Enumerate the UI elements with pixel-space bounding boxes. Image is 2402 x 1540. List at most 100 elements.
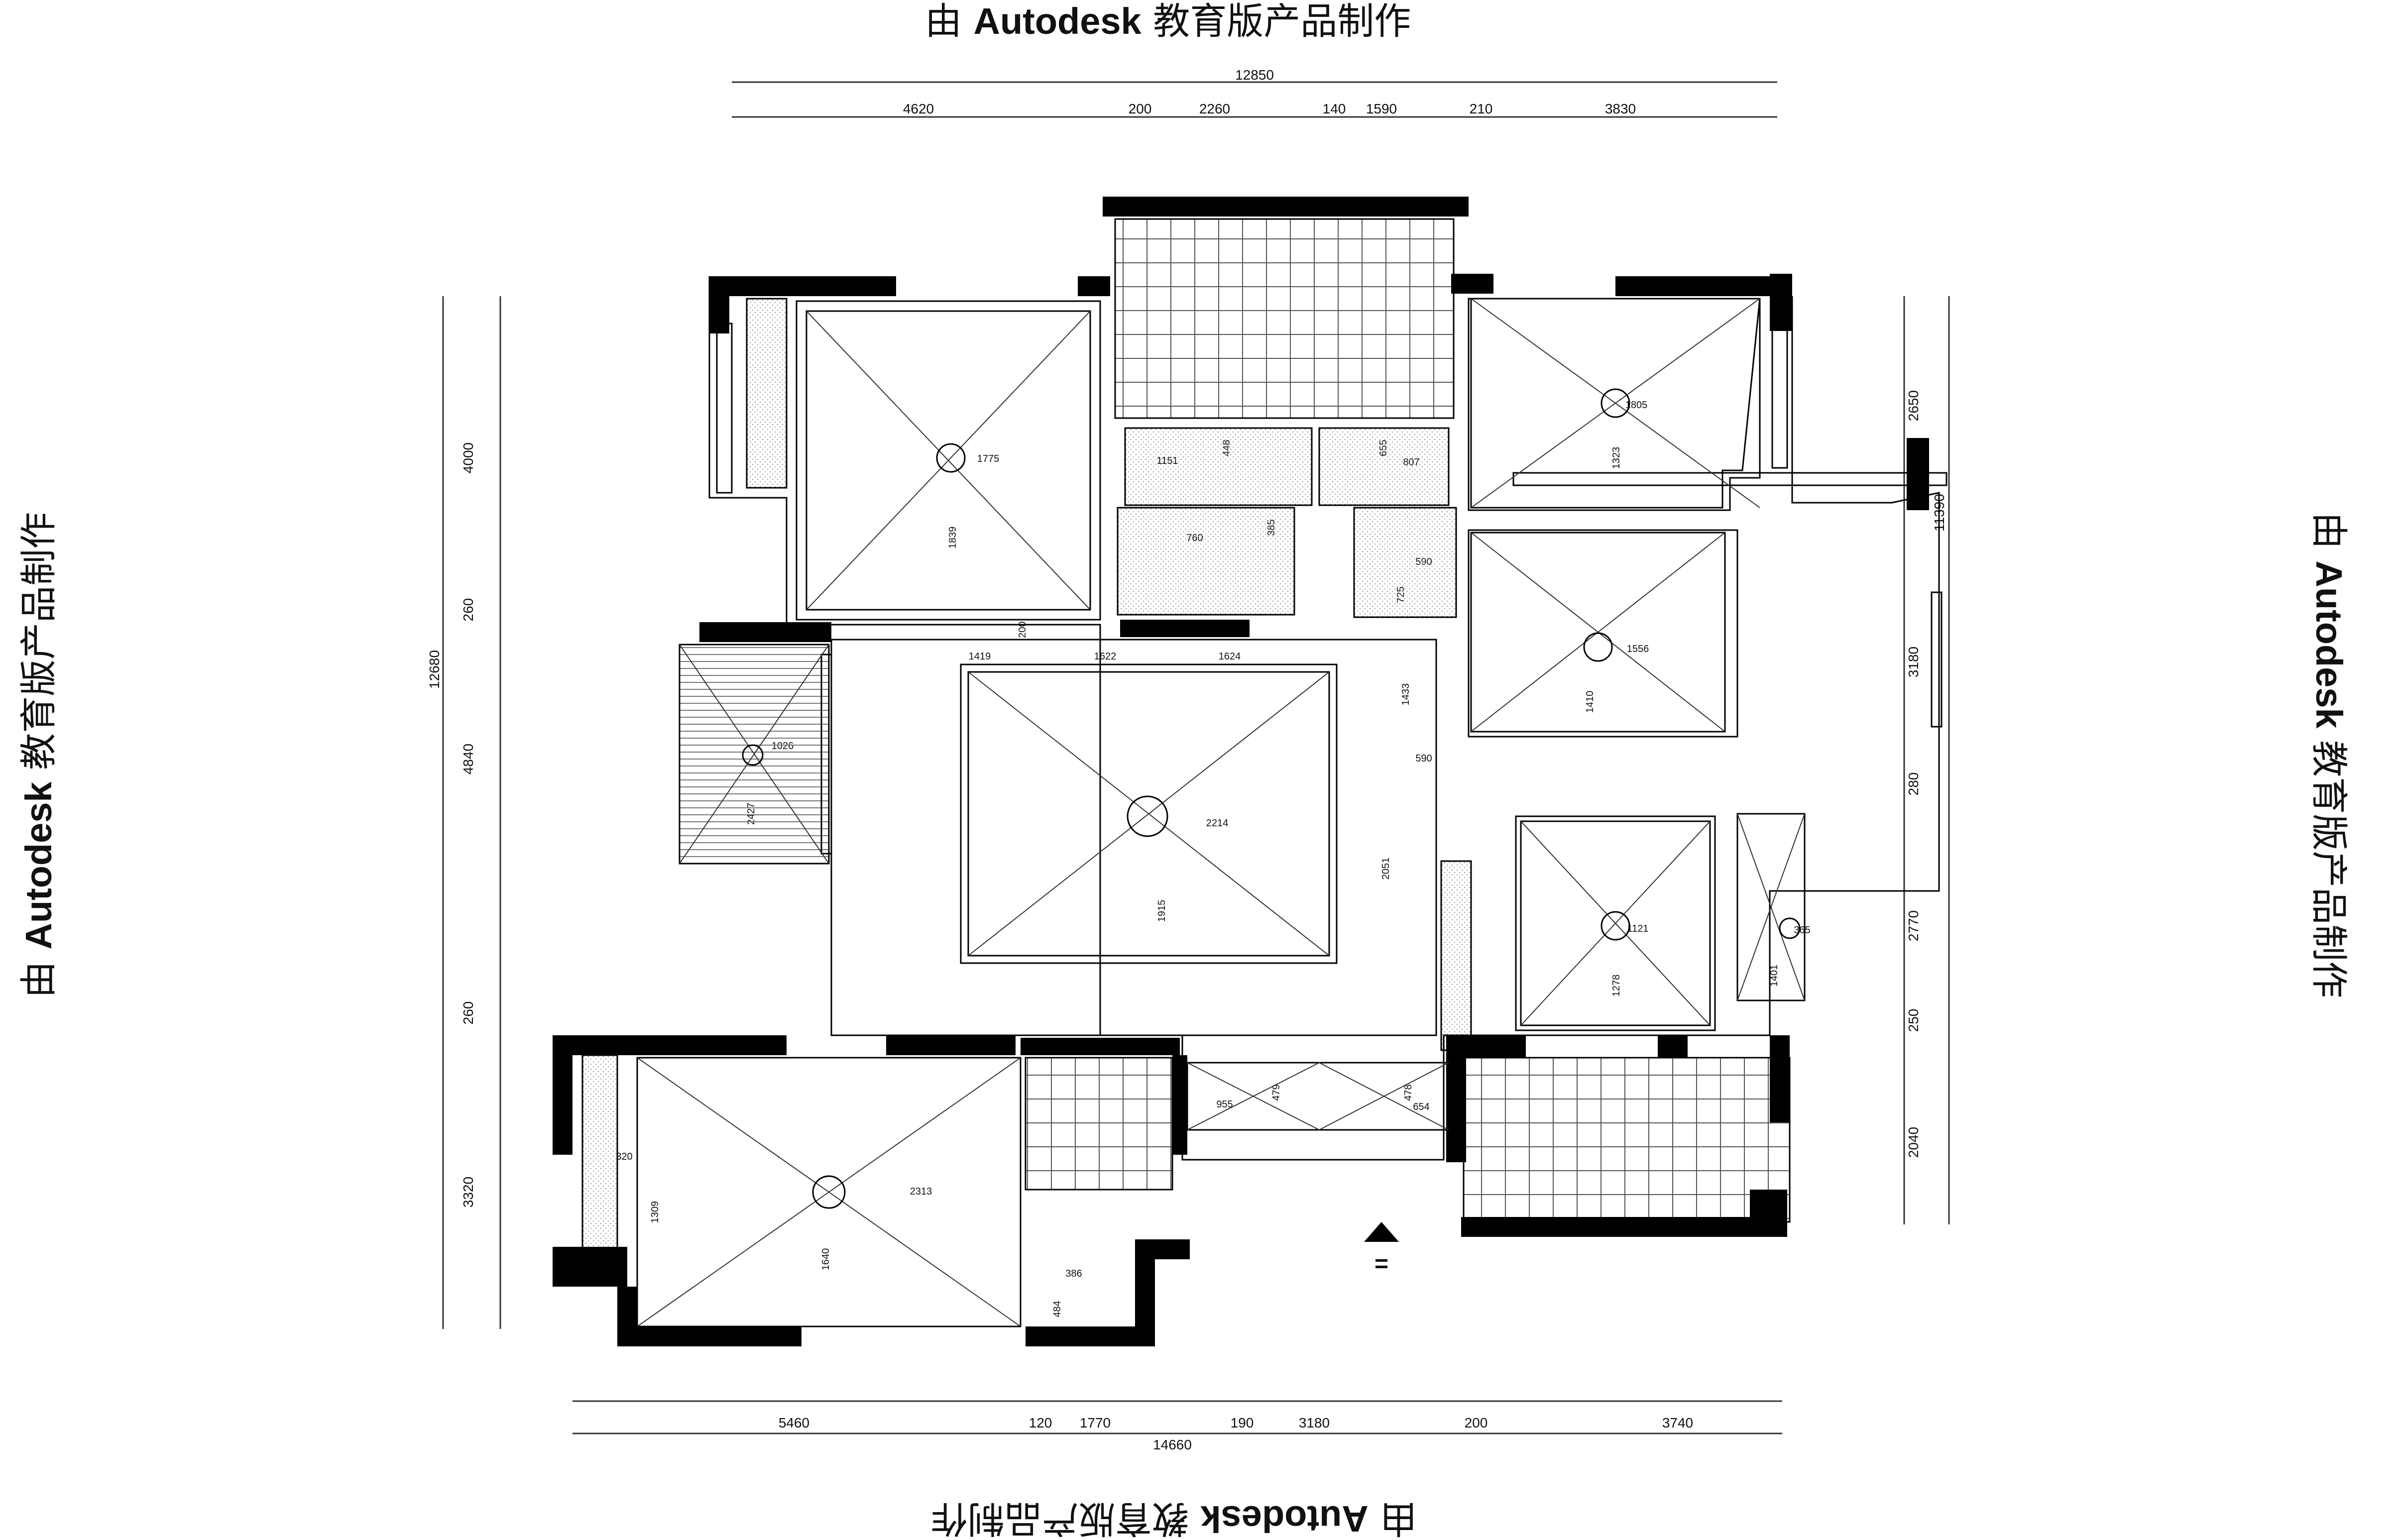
window-w xyxy=(820,654,832,855)
bedroom-nw-ceiling xyxy=(805,310,1091,611)
watermark-suffix: 教育版产品制作 xyxy=(1141,0,1411,43)
ceiling-diagonals xyxy=(637,298,1805,1327)
dim-bottom-segment: 3180 xyxy=(1299,1415,1330,1430)
room-dimension-label: 320 xyxy=(616,1151,632,1162)
room-dimension-label: 1839 xyxy=(947,527,958,549)
dim-right-segment: 2650 xyxy=(1906,390,1921,421)
walls xyxy=(553,197,1929,1346)
dim-top-total: 12850 xyxy=(1235,67,1274,83)
dim-top-segment: 1590 xyxy=(1366,101,1397,116)
room-dimension-label: 1433 xyxy=(1400,683,1411,706)
room-dimension-label: 654 xyxy=(1413,1101,1429,1112)
window-ne xyxy=(1771,315,1788,469)
room-dimension-label: 1401 xyxy=(1769,965,1780,987)
window-nw xyxy=(716,323,733,494)
light-fixtures xyxy=(742,388,1801,1209)
dim-right-segment: 250 xyxy=(1906,1009,1921,1032)
hall-dots-4 xyxy=(1353,507,1457,618)
dim-left-segment: 4000 xyxy=(460,442,476,473)
entrance-mark: = xyxy=(1374,1251,1388,1277)
dim-right-segment: 2770 xyxy=(1906,910,1921,941)
ceiling-lamp-icon xyxy=(1127,795,1168,837)
room-dimension-label: 2214 xyxy=(1206,818,1229,829)
room-dimension-label: 1556 xyxy=(1627,644,1649,655)
room-dimension-label: 365 xyxy=(1794,925,1810,936)
living-ceiling-inner xyxy=(967,671,1330,957)
foyer-tiles xyxy=(1463,1057,1791,1223)
dim-top-segment: 200 xyxy=(1129,101,1152,116)
room-dimension-label: 955 xyxy=(1216,1099,1233,1110)
bedroom-nw xyxy=(796,300,1101,621)
dim-left-segment: 3320 xyxy=(460,1177,476,1208)
dim-bottom-segment: 120 xyxy=(1029,1415,1052,1430)
dim-left-total: 12680 xyxy=(427,650,442,689)
exterior-outline xyxy=(708,276,1940,1161)
room-dimension-label: 479 xyxy=(1271,1084,1282,1100)
ceiling-lamp-icon xyxy=(1779,917,1801,939)
room-dimension-label: 2313 xyxy=(910,1186,932,1197)
ceiling-lamp-icon xyxy=(1601,388,1630,418)
ceiling-lamp-icon xyxy=(812,1175,846,1209)
window-dots-w xyxy=(746,298,788,489)
window-e xyxy=(1931,591,1943,728)
hall-bar xyxy=(1512,472,1947,486)
ceiling-lamp-icon xyxy=(1583,632,1613,662)
dim-top-segment: 4620 xyxy=(903,101,934,116)
dim-right-segment: 2040 xyxy=(1906,1127,1921,1158)
room-dimension-label: 1309 xyxy=(650,1201,661,1223)
hall-dots-3 xyxy=(1117,507,1295,616)
room-dimension-label: 1915 xyxy=(1156,900,1167,922)
dim-bottom-total: 14660 xyxy=(1153,1437,1192,1452)
ceiling-lamp-icon xyxy=(936,443,966,473)
room-dimension-label: 1624 xyxy=(1219,651,1241,662)
dim-left-segment: 4840 xyxy=(460,744,476,774)
room-dimension-label: 2051 xyxy=(1380,858,1391,880)
room-dimension-label: 1121 xyxy=(1627,923,1648,934)
room-dimension-label: 478 xyxy=(1403,1084,1414,1100)
dim-bottom-segment: 3740 xyxy=(1662,1415,1693,1430)
dim-top-segment: 210 xyxy=(1470,101,1493,116)
bedroom-se-small xyxy=(1515,815,1716,1031)
balcony-e xyxy=(1736,813,1806,1001)
watermark-prefix: 由 xyxy=(925,0,974,43)
room-dimension-label: 1622 xyxy=(1094,651,1117,662)
room-dimension-label: 1323 xyxy=(1611,447,1622,469)
kitchen-tiles xyxy=(1114,218,1455,419)
room-dimension-label: 1640 xyxy=(820,1248,831,1271)
room-dimension-label: 484 xyxy=(1052,1301,1063,1317)
room-dimension-label: 386 xyxy=(1065,1268,1082,1279)
ceiling-lamp-icon xyxy=(1601,911,1630,941)
entry-hall xyxy=(1186,1062,1450,1131)
room-dimension-label: 200 xyxy=(1017,621,1028,638)
watermark-top: 由 Autodesk 教育版产品制作 xyxy=(925,3,1411,40)
hall-dots-2 xyxy=(1318,427,1450,506)
watermark-brand: Autodesk xyxy=(973,0,1142,42)
bath-tiles xyxy=(1025,1057,1173,1191)
dim-left-segment: 260 xyxy=(460,598,476,622)
room-dimension-label: 1775 xyxy=(977,453,1000,464)
ceiling-lamp-icon xyxy=(742,744,764,766)
room-dimension-label: 1419 xyxy=(969,651,991,662)
closet-dots xyxy=(1440,860,1472,1051)
dim-right-segment: 280 xyxy=(1906,772,1921,796)
bedroom-sw xyxy=(636,1057,1022,1327)
hall-dots-1 xyxy=(1124,427,1313,506)
dim-bottom-segment: 190 xyxy=(1231,1415,1254,1430)
entrance-arrow-icon xyxy=(1364,1222,1399,1242)
bedroom-se-ceiling xyxy=(1520,820,1711,1026)
dim-right-segment: 3180 xyxy=(1906,647,1921,677)
dim-bottom-segment: 1770 xyxy=(1080,1415,1111,1430)
room-dimension-label: 590 xyxy=(1415,753,1432,764)
dim-top-segment: 140 xyxy=(1323,101,1346,116)
dim-bottom-segment: 5460 xyxy=(779,1415,809,1430)
bedroom-e xyxy=(1468,529,1738,738)
dim-left-segment: 260 xyxy=(460,1001,476,1025)
bedroom-e-ceiling xyxy=(1470,532,1726,733)
living-ceiling-outer xyxy=(960,663,1338,964)
dimension-lines xyxy=(442,81,1950,1434)
dim-top-segment: 3830 xyxy=(1605,101,1636,116)
room-dimension-label: 1410 xyxy=(1585,691,1596,713)
window-dots-sw xyxy=(581,1054,618,1270)
dim-top-segment: 2260 xyxy=(1199,101,1230,116)
